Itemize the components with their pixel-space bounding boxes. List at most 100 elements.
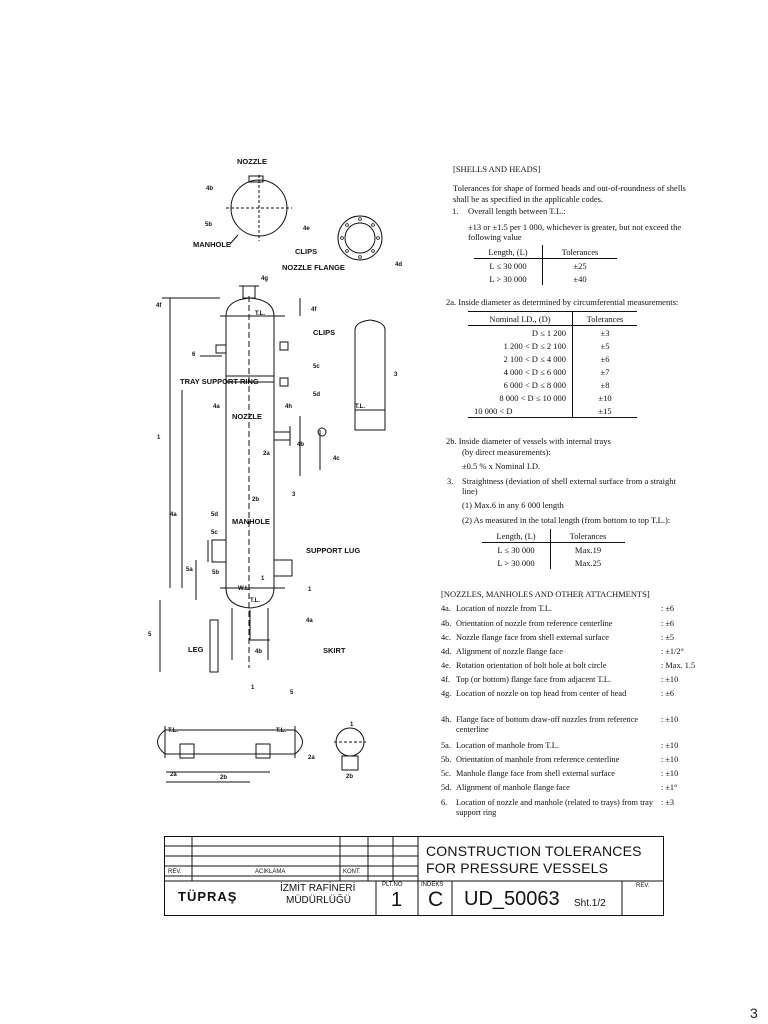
table2-cell: ±3 xyxy=(600,327,610,338)
callout-5-right: 5 xyxy=(290,690,294,696)
callout-2b-2: 2b xyxy=(220,775,228,781)
table2-cell: ±15 xyxy=(598,405,612,416)
label-tl-side: T.L. xyxy=(355,404,365,410)
item-id: 4h. xyxy=(441,715,452,724)
item-1-sub-2: following value xyxy=(468,232,522,242)
table2-cell: 2 100 < D ≤ 4 000 xyxy=(468,352,573,365)
item-id: 4b. xyxy=(441,619,452,628)
item-id: 4g. xyxy=(441,689,452,698)
callout-1: 1 xyxy=(157,435,161,441)
item-value: : ±5 xyxy=(661,633,675,642)
callout-5d-2: 5d xyxy=(211,512,219,518)
callout-2a-3: 2a xyxy=(170,772,177,778)
pltno-value: 1 xyxy=(391,889,403,911)
company-logo: TÜPRAŞ xyxy=(178,889,238,904)
item-value: : ±6 xyxy=(661,689,675,698)
shells-heading: [SHELLS AND HEADS] xyxy=(453,164,541,174)
callout-3: 3 xyxy=(394,372,398,378)
callout-5c-2: 5c xyxy=(211,530,218,536)
item-id: 5d. xyxy=(441,783,452,792)
table2-cell: D ≤ 1 200 xyxy=(468,325,573,339)
table3-cell: Max.19 xyxy=(574,544,602,555)
item-2b-text-2: (by direct measurements): xyxy=(462,447,551,457)
callout-4g: 4g xyxy=(261,276,269,282)
item-id: 5c. xyxy=(441,769,451,778)
indeks-label: INDEKS xyxy=(421,882,444,888)
item-id: 4a. xyxy=(441,604,451,613)
shells-intro-1: Tolerances for shape of formed heads and… xyxy=(453,183,686,193)
callout-4e: 4e xyxy=(303,226,310,232)
callout-5b: 5b xyxy=(205,222,213,228)
page-mark: 3 xyxy=(750,1005,758,1021)
item-value: : ±1/2° xyxy=(661,647,684,656)
label-clips-2: CLIPS xyxy=(313,328,336,337)
label-tl-bottom: T.L. xyxy=(250,598,260,604)
callout-5c: 5c xyxy=(313,364,320,370)
item-id: 4d. xyxy=(441,647,452,656)
table-overall-length: Length, (L) Tolerances L ≤ 30 000 ±25 L … xyxy=(474,245,617,285)
company-name-1: İZMİT RAFİNERİ xyxy=(280,883,356,894)
table1-cell: ±25 xyxy=(573,260,587,271)
item-1-sub-1: ±13 or ±1.5 per 1 000, whichever is grea… xyxy=(468,222,682,232)
callout-4b-3: 4b xyxy=(255,649,263,655)
item-desc: Rotation orientation of bolt hole at bol… xyxy=(456,661,607,670)
callout-1-4: 1 xyxy=(251,685,255,691)
table2-header-diameter: Nominal I.D., (D) xyxy=(468,311,573,326)
label-clips: CLIPS xyxy=(295,247,318,256)
table1-cell: L ≤ 30 000 xyxy=(474,258,543,272)
indeks-value: C xyxy=(428,888,444,911)
table1-header-tolerance: Tolerances xyxy=(542,245,617,259)
nozzles-heading: [NOZZLES, MANHOLES AND OTHER ATTACHMENTS… xyxy=(441,589,650,599)
callout-1-5: 1 xyxy=(350,722,354,728)
callout-2b: 2b xyxy=(252,497,260,503)
callout-3-2: 3 xyxy=(292,492,296,498)
item-3-text-2: line) xyxy=(462,486,478,496)
table3-header-length: Length, (L) xyxy=(482,529,551,543)
label-skirt: SKIRT xyxy=(323,646,346,655)
table1-header-length: Length, (L) xyxy=(474,245,543,259)
table2-cell: 8 000 < D ≤ 10 000 xyxy=(468,391,573,404)
callout-5b-2: 5b xyxy=(212,570,220,576)
item-3-text-1: Straightness (deviation of shell externa… xyxy=(462,476,676,486)
label-nozzle: NOZZLE xyxy=(237,157,267,166)
pltno-label: PLT.NO xyxy=(382,882,403,888)
table2-cell: ±8 xyxy=(600,379,610,390)
label-tl-top: T.L. xyxy=(255,311,265,317)
title-line-1: CONSTRUCTION TOLERANCES xyxy=(426,843,642,859)
item-2b-text-1: 2b. Inside diameter of vessels with inte… xyxy=(446,436,611,446)
table3-cell: Max.25 xyxy=(574,557,602,568)
callout-4h: 4h xyxy=(285,404,293,410)
item-value: : ±10 xyxy=(661,741,679,750)
sheet-number: Sht.1/2 xyxy=(574,898,606,909)
shells-intro-2: shall be as specified in the applicable … xyxy=(453,194,604,204)
item-value: : ±1° xyxy=(661,783,678,792)
table2-cell: 4 000 < D ≤ 6 000 xyxy=(468,365,573,378)
label-tl-horiz-left: T.L. xyxy=(168,728,178,734)
callout-4a-3: 4a xyxy=(306,618,313,624)
table1-cell: L > 30 000 xyxy=(474,272,543,285)
aciklama-label: ACIKLAMA xyxy=(255,869,286,875)
item-id: 6. xyxy=(441,798,448,807)
item-id: 5b. xyxy=(441,755,452,764)
item-value: : ±10 xyxy=(661,715,679,724)
table1-cell: ±40 xyxy=(573,273,587,284)
callout-5a: 5a xyxy=(186,567,193,573)
label-tl-horiz-right: T.L. xyxy=(276,728,286,734)
item-desc: Orientation of manhole from reference ce… xyxy=(456,755,620,764)
item-desc: Top (or bottom) flange face from adjacen… xyxy=(456,675,612,684)
item-value: : ±10 xyxy=(661,755,679,764)
table2-cell: ±6 xyxy=(600,353,610,364)
label-nozzle-flange: NOZZLE FLANGE xyxy=(282,263,345,272)
item-desc: Alignment of manhole flange face xyxy=(456,783,570,792)
callout-4a-2: 4a xyxy=(170,512,177,518)
item-value: : ±3 xyxy=(661,798,675,807)
callout-2a: 2a xyxy=(263,451,270,457)
callout-4f: 4f xyxy=(156,303,162,309)
item-id: 4f. xyxy=(441,675,450,684)
item-1-number: 1. xyxy=(452,206,459,216)
callout-4d: 4d xyxy=(395,262,403,268)
label-nozzle-2: NOZZLE xyxy=(232,412,262,421)
label-support-lug: SUPPORT LUG xyxy=(306,546,361,555)
item-value: : ±10 xyxy=(661,769,679,778)
